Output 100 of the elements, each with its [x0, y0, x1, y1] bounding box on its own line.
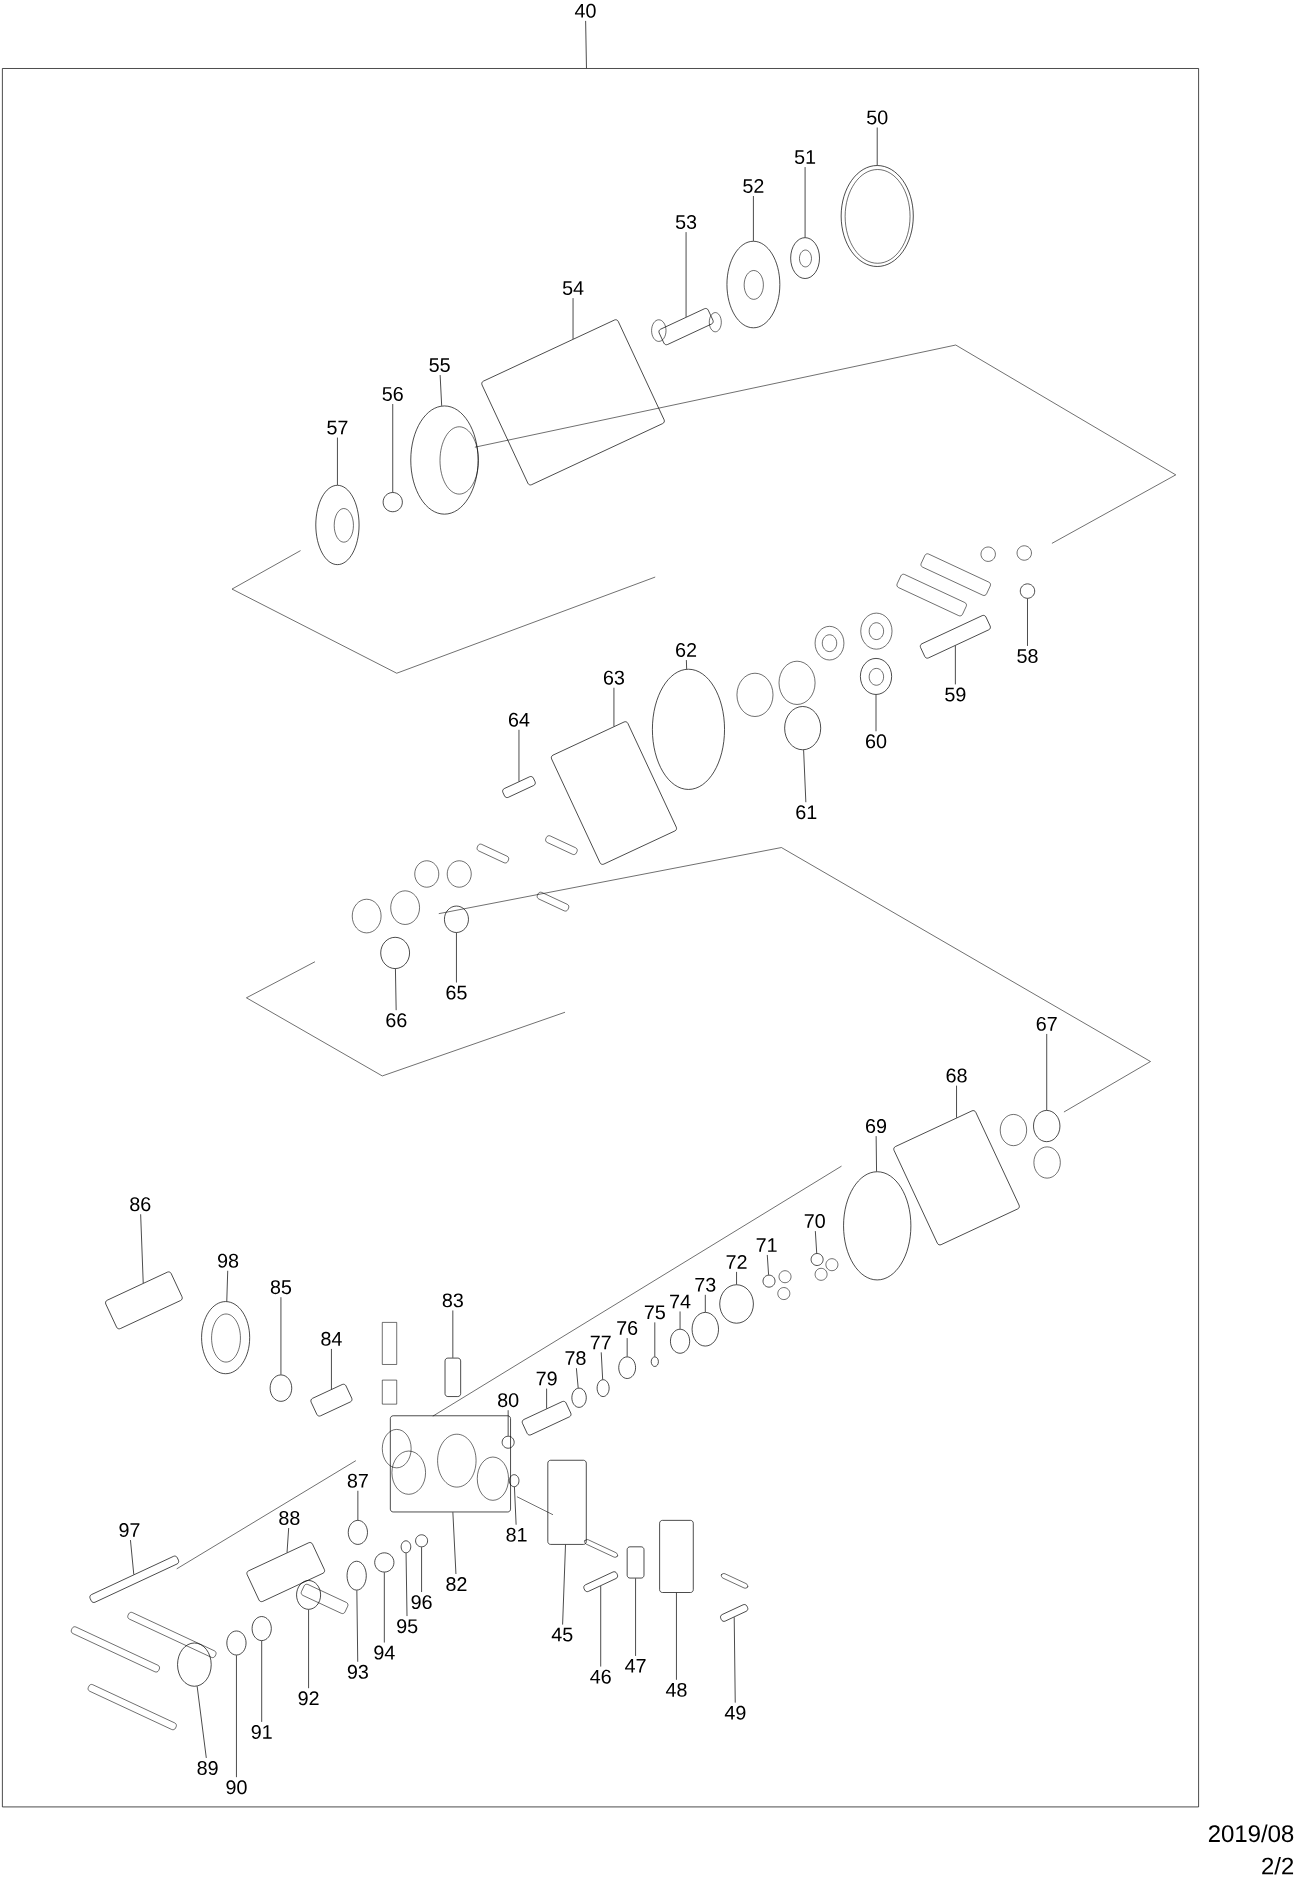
leader-line [562, 1544, 566, 1625]
callout-number: 47 [625, 1659, 646, 1673]
callout-number: 92 [298, 1691, 319, 1706]
ring-part [400, 1540, 412, 1554]
callout-number: 65 [446, 985, 467, 1000]
ring-part [251, 1616, 272, 1641]
ring-part [840, 165, 914, 267]
leader-line [286, 1527, 290, 1553]
ring-part [618, 1356, 637, 1379]
leader-line [654, 1322, 656, 1357]
callout-number: 95 [397, 1619, 418, 1634]
leader-line [576, 1367, 579, 1389]
callout-number: 48 [666, 1682, 687, 1697]
leader-line [452, 1310, 454, 1359]
callout-number: 62 [676, 643, 697, 657]
machine-part [481, 319, 665, 486]
callout-number: 71 [756, 1238, 777, 1252]
leader-line [395, 968, 397, 1011]
callout-number: 83 [442, 1293, 464, 1308]
leader-line [261, 1640, 263, 1723]
leader-line [734, 1616, 736, 1703]
machine-part [444, 1357, 462, 1397]
leader-line [585, 20, 587, 69]
leader-line [601, 1352, 604, 1380]
machine-part [390, 1415, 512, 1513]
callout-number: 79 [536, 1371, 557, 1386]
leader-line [421, 1546, 423, 1593]
leader-line [753, 195, 754, 242]
callout-number: 73 [695, 1277, 716, 1292]
leader-line [236, 1655, 237, 1778]
leader-line [877, 127, 878, 166]
callout-number: 87 [347, 1473, 368, 1488]
leader-line [456, 932, 457, 983]
leader-line [331, 1348, 332, 1390]
leader-line [1027, 598, 1028, 647]
ring-part [810, 1253, 824, 1266]
machine-part [502, 776, 536, 798]
leader-line [875, 1135, 878, 1172]
callout-number: 91 [251, 1724, 272, 1739]
callout-number: 49 [724, 1705, 746, 1720]
callout-number: 40 [575, 3, 596, 18]
callout-number: 70 [804, 1214, 826, 1228]
callout-number: 67 [1036, 1016, 1057, 1031]
ring-part [509, 1474, 520, 1488]
callout-number: 81 [506, 1527, 527, 1542]
callout-number: 98 [218, 1253, 239, 1268]
callout-number: 61 [796, 805, 817, 820]
ring-part [501, 1435, 515, 1449]
machine-part [583, 1571, 619, 1592]
callout-number: 90 [226, 1780, 247, 1795]
machine-part [893, 1110, 1020, 1246]
callout-number: 55 [429, 358, 450, 372]
leader-line [452, 1511, 457, 1575]
leader-line [804, 166, 806, 238]
leader-line [337, 437, 338, 486]
leader-line [308, 1609, 310, 1689]
leader-line [635, 1578, 637, 1657]
machine-part [89, 1555, 180, 1603]
leader-line [600, 1585, 602, 1667]
ring-part [670, 1328, 691, 1354]
leader-line [514, 1486, 517, 1526]
machine-part [659, 1520, 694, 1593]
callout-number: 53 [676, 215, 697, 229]
callout-number: 45 [551, 1627, 573, 1642]
leader-line [392, 403, 394, 493]
date-label: 2019/08 [1209, 1824, 1294, 1843]
machine-part [310, 1383, 353, 1417]
ring-part [444, 905, 469, 933]
ring-part [269, 1374, 293, 1402]
leader-line [626, 1337, 628, 1357]
ring-part [315, 484, 360, 565]
ring-part [201, 1301, 251, 1375]
leader-line [1046, 1033, 1048, 1111]
callout-number: 46 [590, 1669, 611, 1684]
callout-number: 64 [509, 712, 530, 727]
leader-line [384, 1572, 385, 1643]
ring-part [652, 668, 725, 790]
ring-part [1033, 1110, 1061, 1143]
callout-number: 93 [347, 1664, 369, 1679]
ring-part [296, 1580, 322, 1610]
ring-part [790, 237, 820, 279]
callout-number: 58 [1017, 649, 1038, 663]
ring-part [177, 1642, 212, 1687]
callout-number: 52 [743, 178, 764, 193]
callout-number: 89 [197, 1761, 218, 1775]
ring-part [726, 240, 781, 329]
ring-part [382, 492, 403, 513]
leader-line [736, 1271, 738, 1285]
ring-part [860, 658, 893, 695]
leader-line [546, 1388, 548, 1409]
leader-line [815, 1230, 818, 1254]
machine-part [547, 1459, 587, 1545]
leader-line [705, 1294, 706, 1313]
leader-line [518, 729, 520, 782]
callout-number: 77 [590, 1335, 611, 1350]
callout-number: 56 [382, 386, 403, 401]
machine-part [246, 1542, 326, 1602]
machine-part [521, 1401, 572, 1436]
ring-part [719, 1284, 754, 1324]
callout-number: 96 [411, 1595, 432, 1610]
